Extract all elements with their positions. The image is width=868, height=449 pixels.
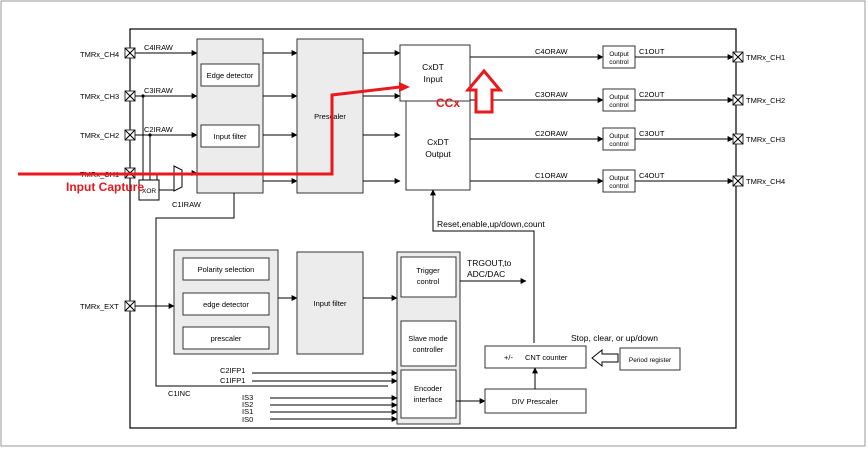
slave-label-1: Slave mode xyxy=(408,334,448,343)
cxdt-input-block xyxy=(399,44,471,102)
svg-text:TMRx_CH3: TMRx_CH3 xyxy=(80,92,119,101)
label-xor: XOR xyxy=(142,188,156,195)
cxdt-input-label-2: Input xyxy=(424,74,444,84)
svg-text:Output: Output xyxy=(609,133,629,140)
label-trgout-1: TRGOUT,to xyxy=(467,258,512,268)
cxdt-output-label-2: Output xyxy=(425,149,451,159)
ccx-up-arrow xyxy=(464,68,504,114)
encoder-box xyxy=(400,369,457,419)
label-reset: Reset,enable,up/down,count xyxy=(437,219,545,229)
edge-detector-box xyxy=(200,63,260,87)
div-prescaler-box xyxy=(484,388,587,414)
svg-text:control: control xyxy=(609,183,629,190)
svg-text:TMRx_EXT: TMRx_EXT xyxy=(80,302,119,311)
output-control-3: Output control xyxy=(602,127,636,151)
svg-text:TMRx_CH4: TMRx_CH4 xyxy=(80,50,119,59)
pin-out-ch3: TMRx_CH3 xyxy=(732,133,785,145)
input-filter2-label: Input filter xyxy=(314,299,347,308)
pin-ch2: TMRx_CH2 xyxy=(80,129,136,141)
label-c1oraw: C1ORAW xyxy=(535,171,569,180)
svg-text:TMRx_CH1: TMRx_CH1 xyxy=(746,53,785,62)
label-stop: Stop, clear, or up/down xyxy=(571,333,658,343)
polarity-box xyxy=(182,257,270,281)
edge-detector-label: Edge detector xyxy=(207,71,254,80)
cxdt-input-label-1: CxDT xyxy=(422,62,444,72)
svg-text:control: control xyxy=(609,59,629,66)
label-c3out: C3OUT xyxy=(639,129,665,138)
label-c2ifp1: C2IFP1 xyxy=(220,366,245,375)
svg-text:control: control xyxy=(609,141,629,148)
pin-out-ch1: TMRx_CH1 xyxy=(732,51,785,63)
label-is1: IS1 xyxy=(242,407,253,416)
input-filter-box xyxy=(200,124,260,148)
svg-text:control: control xyxy=(609,102,629,109)
input-capture-path xyxy=(18,85,401,176)
pin-out-ch2: TMRx_CH2 xyxy=(732,94,785,106)
svg-text:Output: Output xyxy=(609,175,629,182)
label-c4iraw: C4IRAW xyxy=(144,43,174,52)
label-trgout-2: ADC/DAC xyxy=(467,269,505,279)
period-register-label: Period register xyxy=(629,357,672,364)
timer-outline xyxy=(129,28,737,429)
input-filter-label: Input filter xyxy=(214,132,247,141)
prescaler2-box xyxy=(182,326,270,350)
prescaler-block xyxy=(296,38,364,194)
svg-text:TMRx_CH2: TMRx_CH2 xyxy=(80,131,119,140)
ccx-label: CCx xyxy=(436,96,460,110)
cxdt-output-block xyxy=(405,100,471,191)
trigger-box xyxy=(400,256,457,298)
svg-text:TMRx_CH3: TMRx_CH3 xyxy=(746,135,785,144)
trigger-label-1: Trigger xyxy=(416,266,440,275)
output-control-1: Output control xyxy=(602,45,636,69)
pin-ch3: TMRx_CH3 xyxy=(80,90,136,102)
pin-ext: TMRx_EXT xyxy=(80,300,136,312)
svg-text:Output: Output xyxy=(609,94,629,101)
input-capture-arrowhead xyxy=(399,82,410,92)
trigger-label-2: control xyxy=(417,277,440,286)
period-arrow xyxy=(591,348,619,368)
cnt-label: CNT counter xyxy=(525,353,568,362)
polarity-label: Polarity selection xyxy=(198,265,255,274)
period-register-box xyxy=(619,347,681,371)
label-c1iraw: C1IRAW xyxy=(172,200,202,209)
edge-filter-block xyxy=(196,38,264,194)
encoder-label-1: Encoder xyxy=(414,384,442,393)
input-filter2-block xyxy=(296,251,364,355)
prescaler-label: Prescaler xyxy=(314,112,346,121)
prescaler2-label: prescaler xyxy=(211,334,242,343)
pin-ch4: TMRx_CH4 xyxy=(80,47,136,59)
label-c3iraw: C3IRAW xyxy=(144,86,174,95)
encoder-label-2: interface xyxy=(414,395,443,404)
label-c1ifp1: C1IFP1 xyxy=(220,376,245,385)
input-capture-label: Input Capture xyxy=(66,180,144,194)
label-is2: IS2 xyxy=(242,400,253,409)
label-c3oraw: C3ORAW xyxy=(535,90,569,99)
svg-text:TMRx_CH2: TMRx_CH2 xyxy=(746,96,785,105)
label-c4out: C4OUT xyxy=(639,171,665,180)
label-c2iraw: C2IRAW xyxy=(144,125,174,134)
label-c2out: C2OUT xyxy=(639,90,665,99)
slave-box xyxy=(400,320,457,367)
label-c4oraw: C4ORAW xyxy=(535,47,569,56)
pin-out-ch4: TMRx_CH4 xyxy=(732,175,785,187)
output-control-2: Output control xyxy=(602,88,636,112)
label-c2oraw: C2ORAW xyxy=(535,129,569,138)
svg-text:Output: Output xyxy=(609,51,629,58)
edge-detector2-box xyxy=(182,292,270,316)
cnt-sign: +/- xyxy=(504,353,513,362)
output-control-4: Output control xyxy=(602,169,636,193)
edge-detector2-label: edge detector xyxy=(203,300,249,309)
label-c1inc: C1INC xyxy=(168,389,191,398)
cxdt-output-label-1: CxDT xyxy=(427,137,449,147)
label-is0: IS0 xyxy=(242,415,253,424)
div-prescaler-label: DIV Prescaler xyxy=(512,397,559,406)
mux-symbol xyxy=(173,165,183,192)
label-is3: IS3 xyxy=(242,393,253,402)
svg-text:TMRx_CH4: TMRx_CH4 xyxy=(746,177,785,186)
slave-label-2: controller xyxy=(413,345,444,354)
label-c1out: C1OUT xyxy=(639,47,665,56)
